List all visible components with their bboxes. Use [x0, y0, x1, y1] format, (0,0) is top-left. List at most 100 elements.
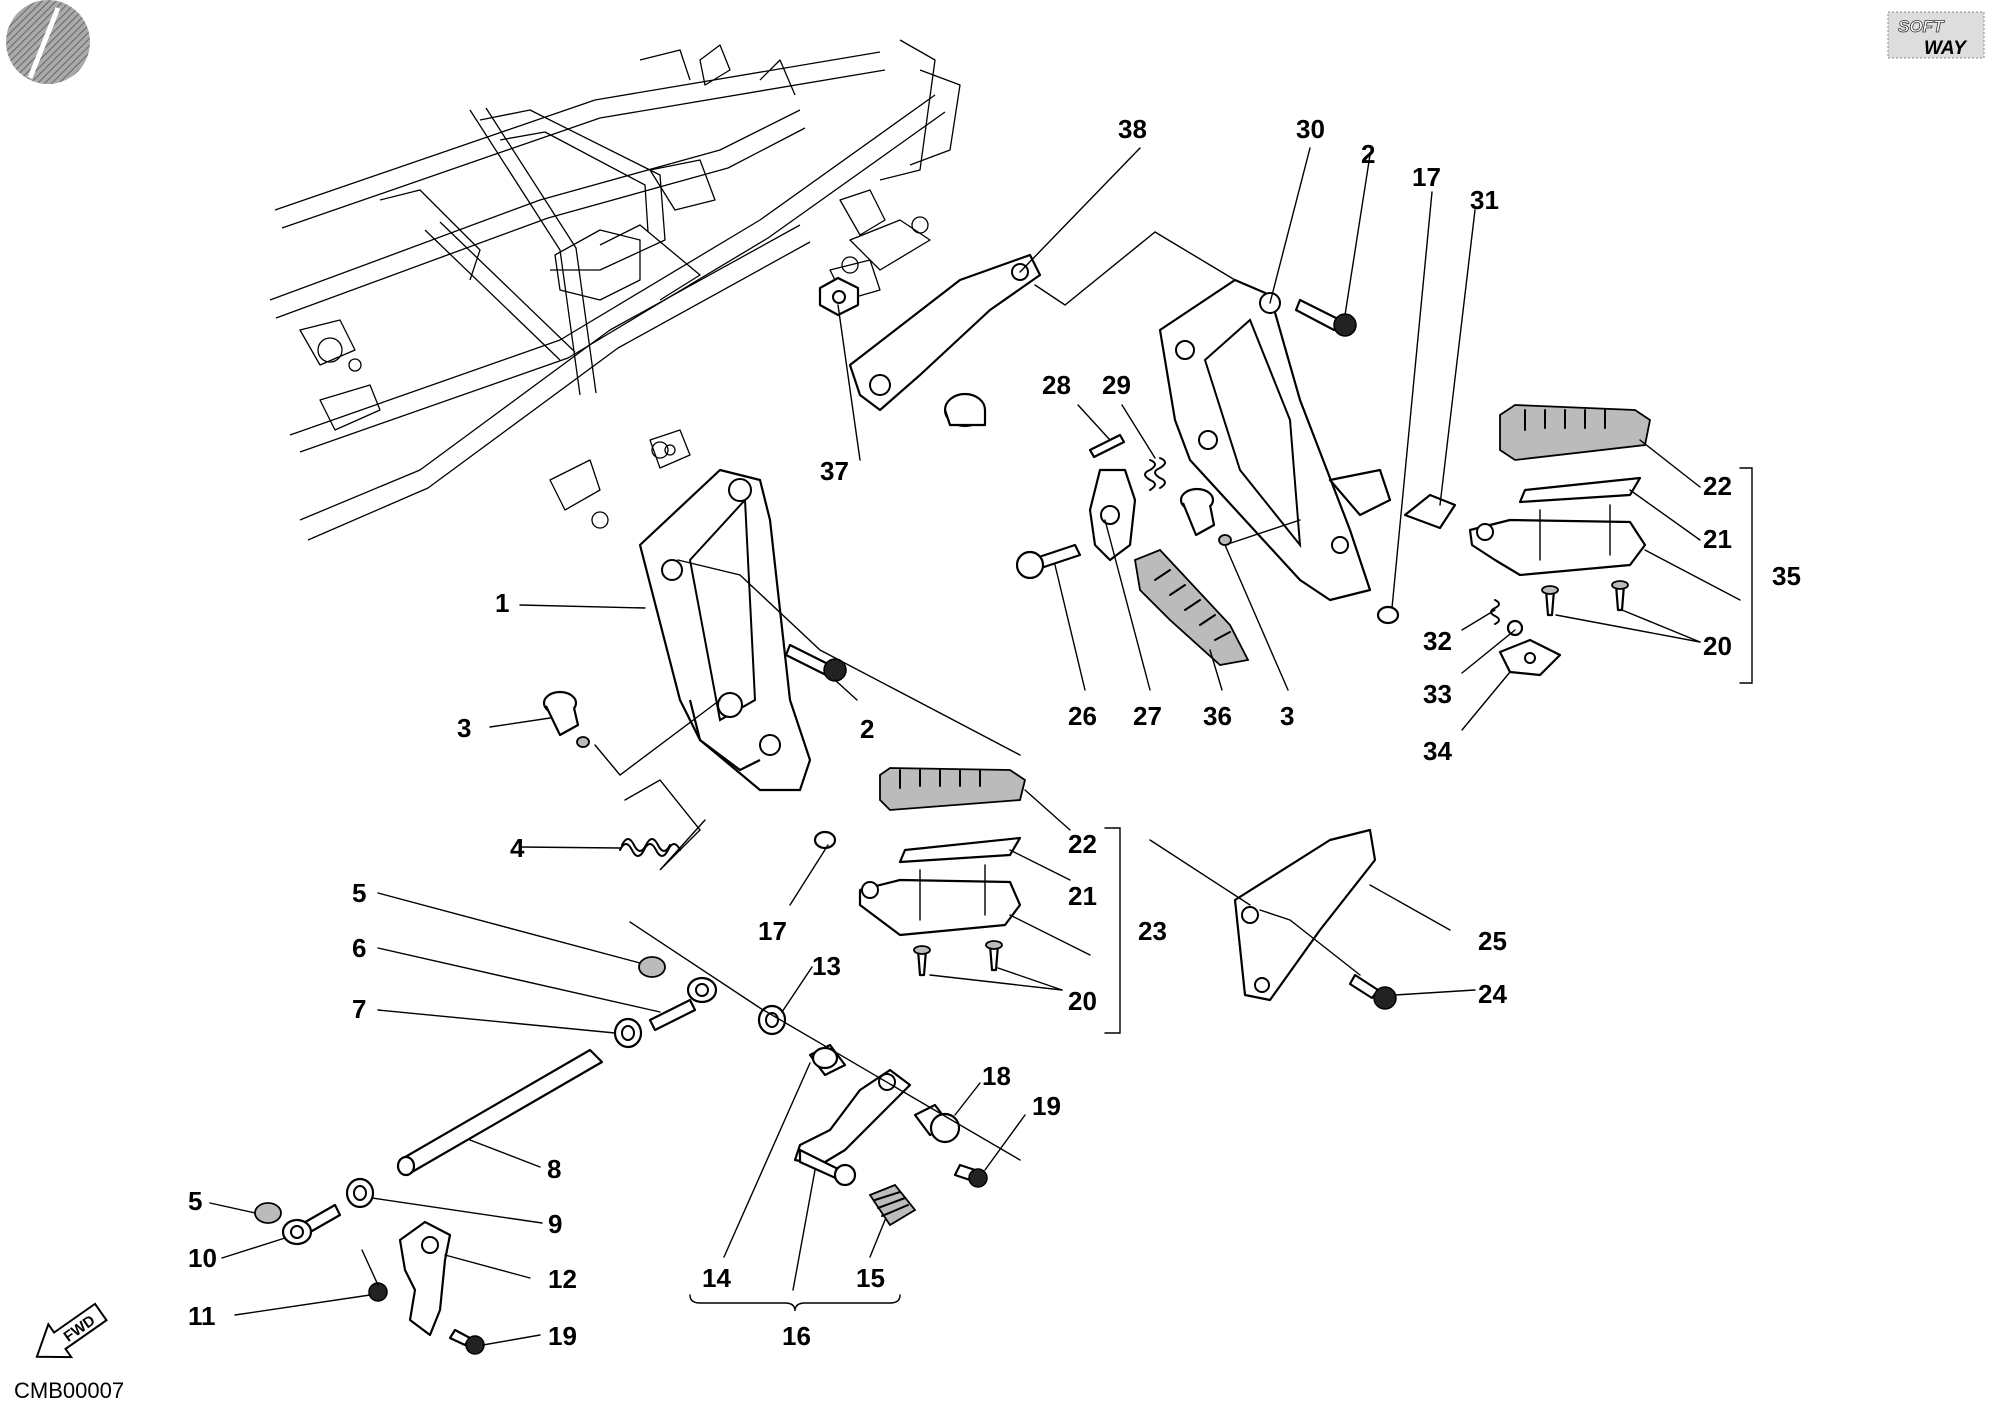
clip-17-right — [1376, 605, 1400, 625]
right-footpeg-rubber — [1499, 404, 1652, 461]
lever-rubber-36 — [1133, 548, 1250, 666]
callout-29: 29 — [1102, 370, 1131, 400]
heel-guard-25 — [1233, 828, 1377, 1002]
logo-line1: SOFT — [1898, 17, 1945, 36]
callout-35: 35 — [1772, 561, 1801, 591]
pin-3-right — [1179, 487, 1232, 546]
callout-32: 32 — [1423, 626, 1452, 656]
left-footpeg-rubber — [879, 767, 1027, 811]
right-footpeg-bracket-30 — [1158, 278, 1392, 602]
callout-38: 38 — [1118, 114, 1147, 144]
leader-lines — [209, 147, 1753, 1346]
gear-pedal-rubber-15 — [868, 1183, 917, 1227]
callout-30: 30 — [1296, 114, 1325, 144]
right-footpeg-plate — [1518, 476, 1642, 504]
callout-33: 33 — [1423, 679, 1452, 709]
detent-plate-34 — [1498, 638, 1562, 677]
callout-8: 8 — [547, 1154, 561, 1184]
softway-logo: SOFT WAY — [1887, 11, 1985, 59]
callout-19-upper: 19 — [1032, 1091, 1061, 1121]
spring-29 — [1144, 457, 1166, 491]
bolt-24 — [1348, 973, 1397, 1010]
logo-line2: WAY — [1924, 38, 1968, 59]
callout-21-right: 21 — [1703, 524, 1732, 554]
bushing-14 — [808, 1043, 847, 1077]
bolt-19-lower — [448, 1328, 485, 1355]
shift-rod-8 — [396, 1048, 604, 1177]
callout-10: 10 — [188, 1243, 217, 1273]
callout-22-left: 22 — [1068, 829, 1097, 859]
nut-11 — [368, 1282, 388, 1302]
callout-9: 9 — [548, 1209, 562, 1239]
callout-24: 24 — [1478, 979, 1507, 1009]
left-footpeg-bracket — [638, 468, 812, 792]
callout-1: 1 — [495, 588, 509, 618]
callout-19-lower: 19 — [548, 1321, 577, 1351]
callout-21-left: 21 — [1068, 881, 1097, 911]
callout-28: 28 — [1042, 370, 1071, 400]
detent-ball-33 — [1506, 619, 1524, 637]
callout-6: 6 — [352, 933, 366, 963]
callout-12: 12 — [548, 1264, 577, 1294]
callout-4: 4 — [510, 833, 525, 863]
callout-36: 36 — [1203, 701, 1232, 731]
callout-11: 11 — [188, 1301, 216, 1331]
callout-23: 23 — [1138, 916, 1167, 946]
nut-5-upper — [638, 956, 666, 978]
callout-2-right: 2 — [1361, 139, 1375, 169]
screws-20-right — [1541, 580, 1629, 617]
callout-15: 15 — [856, 1263, 885, 1293]
washer-7 — [613, 1017, 643, 1049]
bolt-2-right — [1294, 298, 1357, 337]
callout-14: 14 — [702, 1263, 731, 1293]
rod-end-6 — [648, 976, 718, 1032]
bushing-37 — [943, 392, 987, 428]
fwd-arrow-icon: FWD — [35, 1302, 108, 1359]
gear-lever-16 — [793, 1068, 912, 1187]
screws-20-left — [913, 940, 1003, 977]
left-footpeg-body — [858, 864, 1022, 937]
callout-20-left: 20 — [1068, 986, 1097, 1016]
callout-3-right: 3 — [1280, 701, 1294, 731]
left-footpeg-plate — [898, 836, 1022, 864]
pin-3-left — [542, 690, 590, 748]
callout-20-right: 20 — [1703, 631, 1732, 661]
callout-2-left: 2 — [860, 714, 874, 744]
bolt-19-upper — [953, 1163, 988, 1188]
callout-34: 34 — [1423, 736, 1452, 766]
callout-7: 7 — [352, 994, 366, 1024]
spring-4 — [619, 838, 681, 857]
callout-13: 13 — [812, 951, 841, 981]
diagram-code: CMB00007 — [14, 1378, 124, 1403]
bolt-2-left — [784, 643, 847, 682]
callout-25: 25 — [1478, 926, 1507, 956]
clip-17-left — [813, 830, 837, 850]
callout-5-upper: 5 — [352, 878, 366, 908]
nut-37 — [818, 276, 860, 317]
right-footpeg-body — [1468, 504, 1647, 577]
callout-17-left: 17 — [758, 916, 787, 946]
callout-labels: 38 30 2 17 31 28 29 37 22 21 35 32 20 33… — [188, 114, 1801, 1351]
callout-3-left: 3 — [457, 713, 471, 743]
spacer-31 — [1403, 493, 1457, 530]
upper-bracket-plate-38 — [848, 253, 1042, 412]
callout-22-right: 22 — [1703, 471, 1732, 501]
callout-5-lower: 5 — [188, 1186, 202, 1216]
motorcycle-frame — [269, 39, 961, 541]
callout-31: 31 — [1470, 185, 1499, 215]
brand-circle-icon — [6, 0, 90, 84]
washer-13 — [757, 1004, 787, 1036]
callout-27: 27 — [1133, 701, 1162, 731]
pin-28 — [1088, 433, 1126, 459]
callout-17-right: 17 — [1412, 162, 1441, 192]
callout-18: 18 — [982, 1061, 1011, 1091]
rod-end-10 — [281, 1203, 342, 1246]
brake-lever-27 — [1088, 468, 1137, 562]
nut-5-lower — [254, 1202, 282, 1224]
bolt-26 — [1015, 543, 1082, 580]
bushing-18 — [913, 1103, 961, 1144]
callout-37: 37 — [820, 456, 849, 486]
callout-26: 26 — [1068, 701, 1097, 731]
callout-16: 16 — [782, 1321, 811, 1351]
